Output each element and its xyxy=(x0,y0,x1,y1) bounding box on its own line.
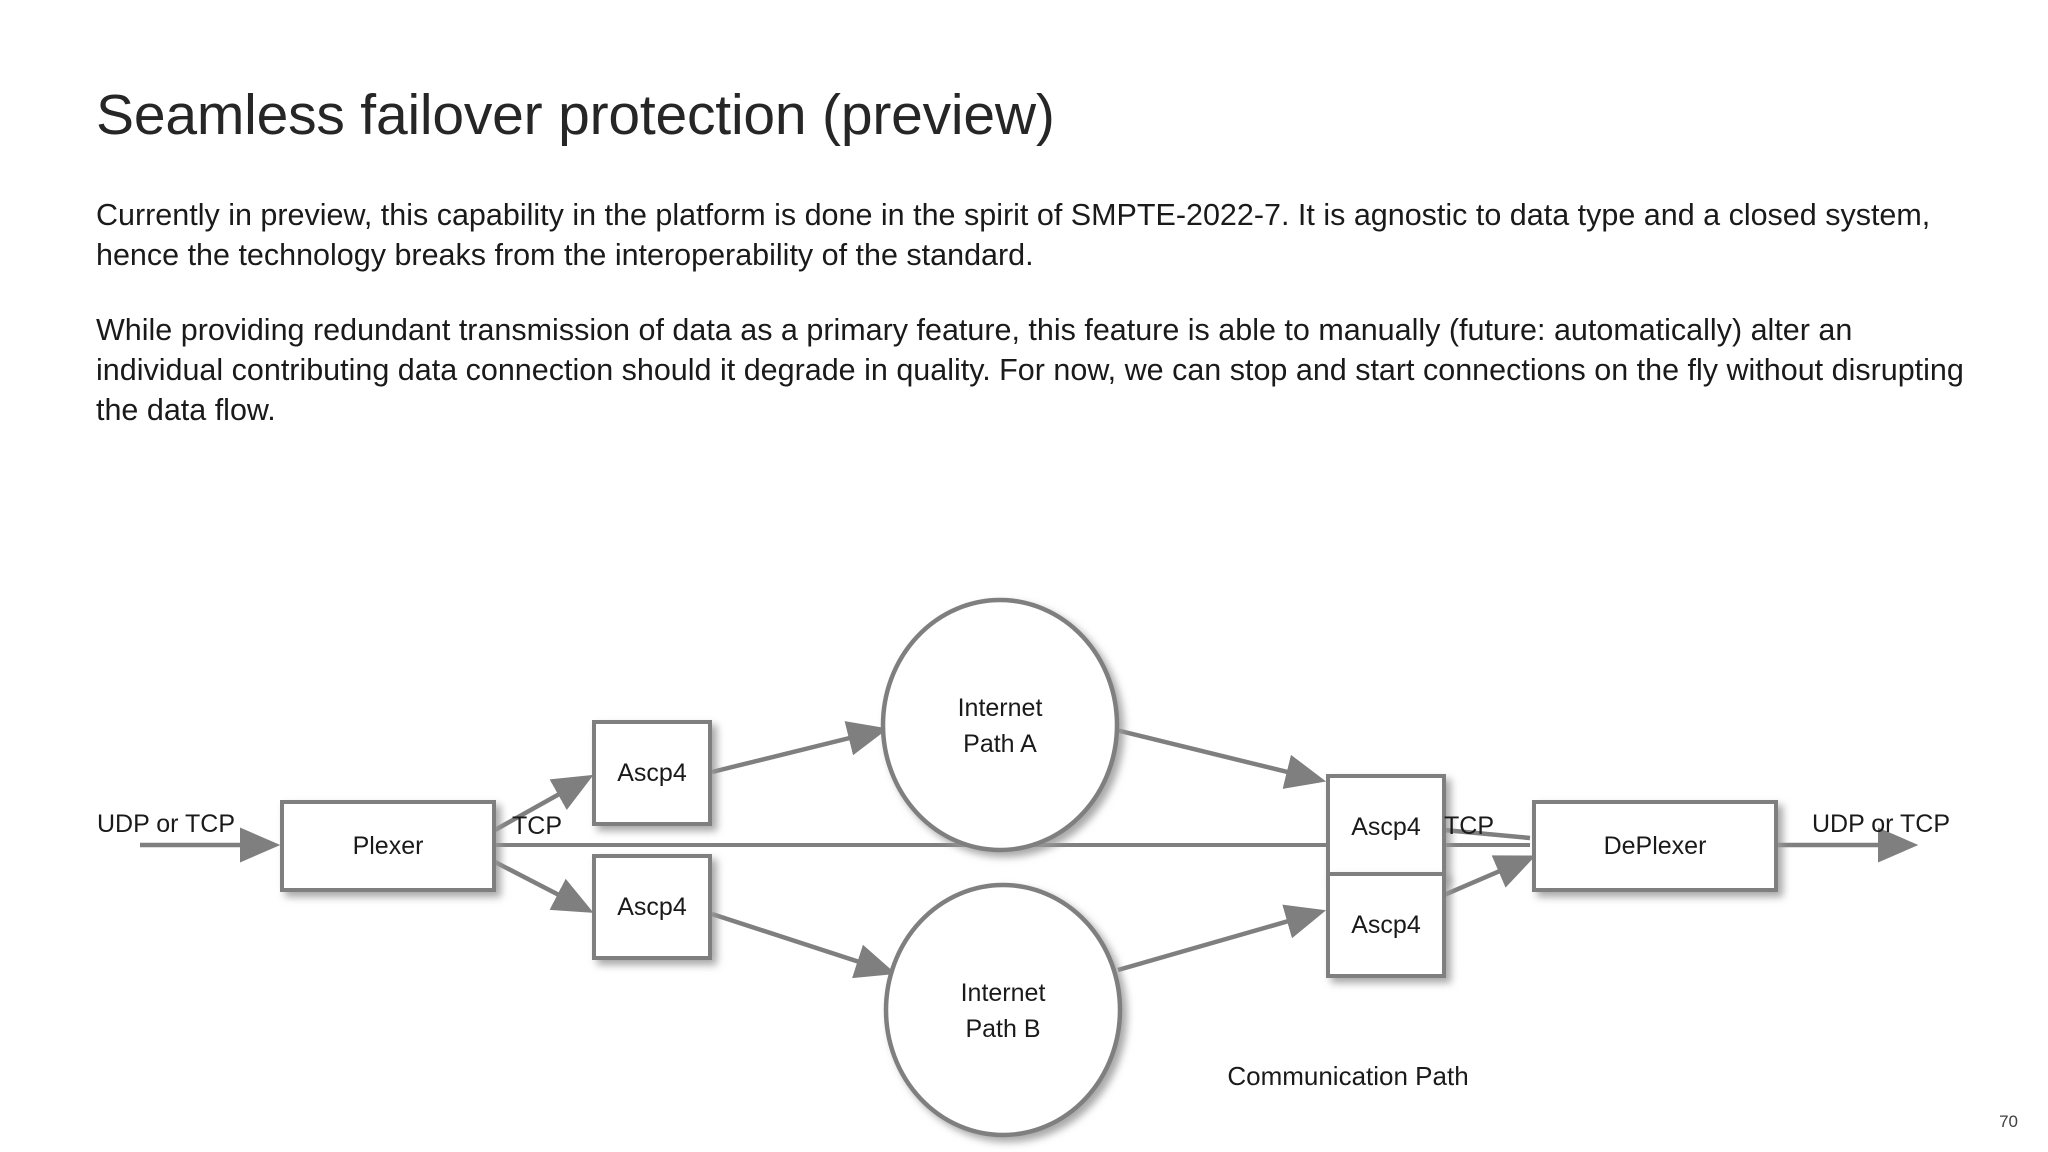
node-internet-path-b-shape xyxy=(883,882,1123,1138)
node-ascp-out-top[interactable]: Ascp4 xyxy=(1326,774,1446,880)
node-plexer-shape xyxy=(280,800,496,892)
node-plexer[interactable]: Plexer xyxy=(280,800,496,892)
node-internet-path-a[interactable]: Internet Path A xyxy=(880,597,1120,853)
diagram-caption: Communication Path xyxy=(1227,1061,1468,1091)
connector-path-a-to-ascp-top xyxy=(1115,727,1327,789)
node-deplexer-shape xyxy=(1532,800,1778,892)
paragraph-2: While providing redundant transmission o… xyxy=(96,313,1964,427)
connector-path-b-to-ascp-bottom xyxy=(1117,904,1327,973)
node-internet-path-b[interactable]: Internet Path B xyxy=(883,882,1123,1138)
connector-ascp-top-to-path-a xyxy=(711,721,889,775)
slide-number: 70 xyxy=(1999,1112,2018,1131)
node-ascp-out-top-shape xyxy=(1326,774,1446,880)
communication-path-diagram: Plexer Ascp4 Ascp4 Internet Path A I xyxy=(0,540,2048,1152)
node-ascp-out-bottom-label: Ascp4 xyxy=(1351,911,1421,939)
connector-plexer-to-ascp-top xyxy=(493,774,594,832)
node-ascp-out-bottom[interactable]: Ascp4 xyxy=(1326,872,1446,978)
node-internet-path-a-label-line1: Internet xyxy=(958,694,1043,722)
node-ascp-in-top[interactable]: Ascp4 xyxy=(592,720,712,826)
label-tcp-left: TCP xyxy=(512,812,562,840)
page-title: Seamless failover protection (preview) xyxy=(96,83,1055,148)
node-ascp-in-bottom-label: Ascp4 xyxy=(617,893,687,921)
label-input-protocol: UDP or TCP xyxy=(97,810,235,838)
node-ascp-out-bottom-shape xyxy=(1326,872,1446,978)
node-internet-path-b-label-line1: Internet xyxy=(961,979,1046,1007)
connector-ascp-bottom-to-deplexer xyxy=(1443,855,1536,898)
label-tcp-right: TCP xyxy=(1444,812,1494,840)
node-deplexer-label: DePlexer xyxy=(1604,832,1707,860)
node-internet-path-a-label-line2: Path A xyxy=(963,730,1037,758)
paragraph-1: Currently in preview, this capability in… xyxy=(96,198,1931,272)
node-deplexer[interactable]: DePlexer xyxy=(1532,800,1778,892)
node-ascp-out-top-label: Ascp4 xyxy=(1351,813,1421,841)
connector-ascp-top-to-deplexer xyxy=(1443,827,1531,841)
node-ascp-in-top-shape xyxy=(592,720,712,826)
node-plexer-label: Plexer xyxy=(353,832,424,860)
node-ascp-in-bottom-shape xyxy=(592,854,712,960)
node-internet-path-b-label-line2: Path B xyxy=(965,1015,1040,1043)
connector-plexer-to-ascp-bottom xyxy=(493,860,594,913)
label-output-protocol: UDP or TCP xyxy=(1812,810,1950,838)
node-internet-path-a-shape xyxy=(880,597,1120,853)
body-text-block: Currently in preview, this capability in… xyxy=(96,196,1980,430)
connector-ascp-bottom-to-path-b xyxy=(711,911,896,979)
node-ascp-in-bottom[interactable]: Ascp4 xyxy=(592,854,712,960)
node-ascp-in-top-label: Ascp4 xyxy=(617,759,687,787)
